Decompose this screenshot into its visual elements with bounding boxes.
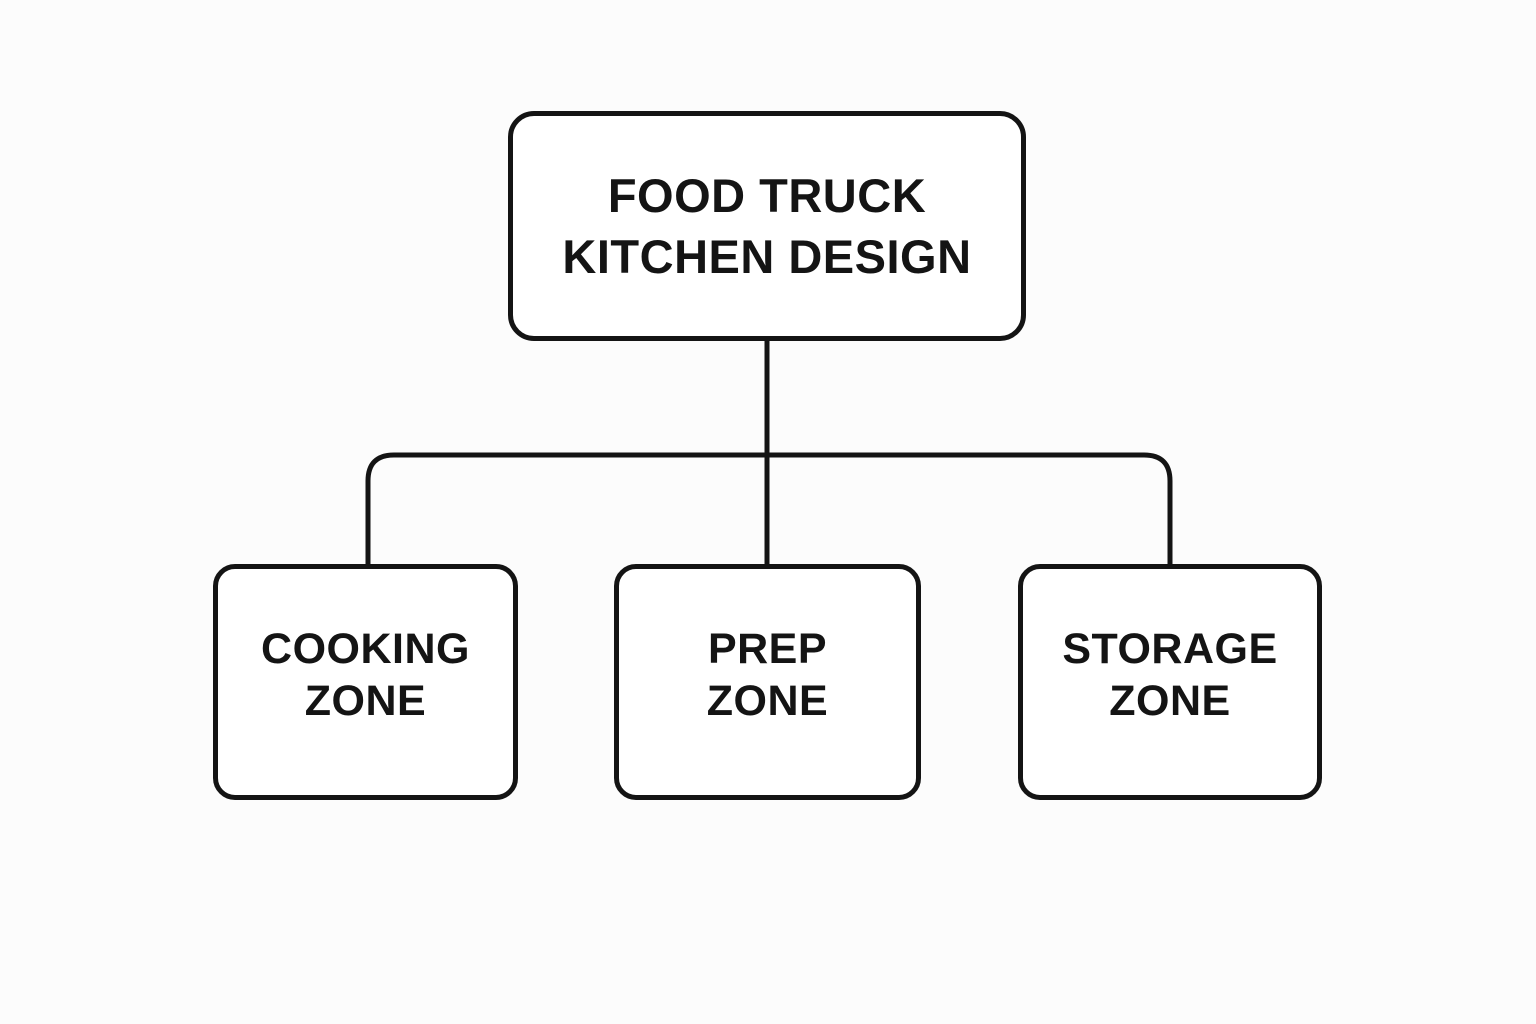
connector-bus-right bbox=[767, 452, 1173, 564]
node-cooking-zone-label: COOKING ZONE bbox=[261, 624, 470, 725]
node-root-food-truck-kitchen-design[interactable]: FOOD TRUCK KITCHEN DESIGN bbox=[508, 111, 1026, 341]
node-storage-zone[interactable]: STORAGE ZONE bbox=[1018, 564, 1322, 800]
node-root-label: FOOD TRUCK KITCHEN DESIGN bbox=[562, 168, 972, 283]
node-storage-zone-label: STORAGE ZONE bbox=[1062, 624, 1278, 725]
node-prep-zone[interactable]: PREP ZONE bbox=[614, 564, 921, 800]
node-cooking-zone[interactable]: COOKING ZONE bbox=[213, 564, 518, 800]
node-prep-zone-label: PREP ZONE bbox=[706, 624, 829, 725]
connector-bus-left bbox=[365, 452, 767, 564]
